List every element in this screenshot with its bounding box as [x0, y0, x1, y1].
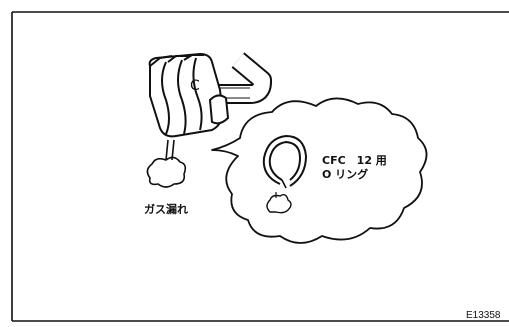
gas-leak-label: ガス漏れ — [144, 202, 188, 216]
fitting-icon: C — [148, 53, 229, 138]
ring-label-line2: O リング — [322, 167, 368, 181]
figure-code: E13358 — [466, 310, 501, 321]
svg-text:C: C — [190, 78, 200, 94]
o-ring-icon — [262, 134, 308, 214]
ring-label-line1: CFC 12 用 — [322, 154, 387, 167]
frame-border — [11, 11, 509, 322]
speech-bubble — [211, 97, 428, 244]
gas-puff-icon — [146, 139, 187, 188]
